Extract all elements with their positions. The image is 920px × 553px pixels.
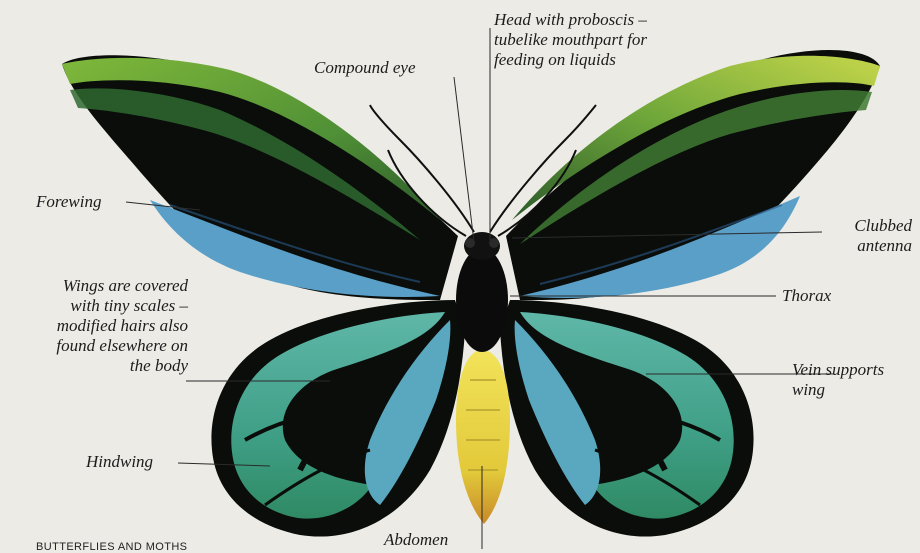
head-label-line-1: Head with proboscis – [494,10,647,30]
left-hindwing [211,300,465,537]
hindwing-label: Hindwing [86,452,153,472]
butterfly-body [456,232,510,524]
scales-label-line-4: found elsewhere on [20,336,188,356]
scales-label-line-1: Wings are covered [20,276,188,296]
clubbed-antenna-label-line-2: antenna [820,236,912,256]
abdomen-label: Abdomen [384,530,448,550]
compound-eye-label: Compound eye [314,58,416,78]
scales-label-line-2: with tiny scales – [20,296,188,316]
clubbed-antenna-label: Clubbed antenna [820,216,912,256]
scales-label-line-5: the body [20,356,188,376]
vein-label: Vein supports wing [792,360,884,400]
left-forewing [62,55,458,300]
thorax-label: Thorax [782,286,831,306]
clubbed-antenna-label-line-1: Clubbed [820,216,912,236]
head-label: Head with proboscis – tubelike mouthpart… [494,10,647,70]
scales-label-line-3: modified hairs also [20,316,188,336]
vein-label-line-1: Vein supports [792,360,884,380]
head-label-line-3: feeding on liquids [494,50,647,70]
forewing-label: Forewing [36,192,101,212]
scales-label: Wings are covered with tiny scales – mod… [20,276,188,376]
vein-label-line-2: wing [792,380,884,400]
right-hindwing [500,300,754,537]
head-label-line-2: tubelike mouthpart for [494,30,647,50]
page-footer-title: BUTTERFLIES AND MOTHS [36,541,187,553]
